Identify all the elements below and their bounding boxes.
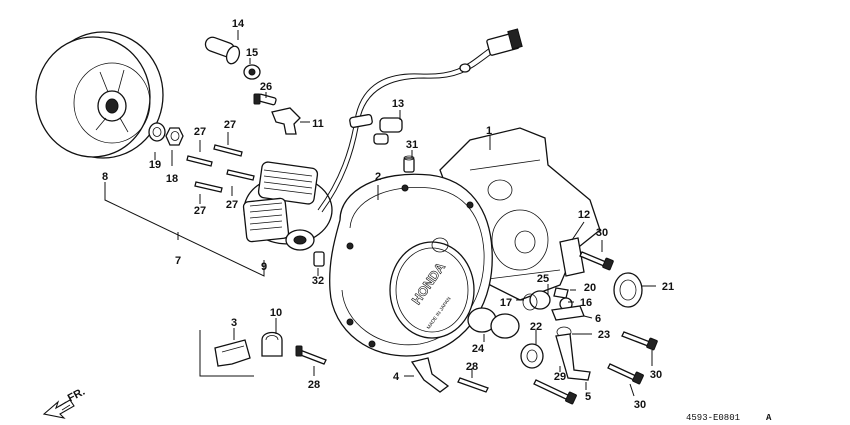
label-part-16: 16 [580, 297, 592, 309]
part-labels: 1 2 3 4 5 6 7 8 9 10 11 12 13 14 15 16 1… [102, 18, 674, 411]
label-part-27b: 27 [224, 119, 236, 131]
clip-20 [553, 287, 569, 299]
label-part-21: 21 [662, 281, 674, 293]
label-part-2: 2 [375, 171, 381, 183]
label-part-32: 32 [312, 275, 324, 287]
front-direction-arrow: FR. [42, 386, 87, 419]
clamp-3 [214, 339, 251, 367]
label-part-25: 25 [537, 273, 549, 285]
label-part-22: 22 [530, 321, 542, 333]
label-part-26: 26 [260, 81, 272, 93]
label-part-15: 15 [246, 47, 258, 59]
nut-18 [165, 127, 184, 146]
label-part-20: 20 [584, 282, 596, 294]
label-part-9: 9 [261, 261, 267, 273]
drawing-code-text: 4593-E0801 [686, 413, 740, 423]
label-part-27a: 27 [194, 126, 206, 138]
wire-harness [317, 28, 523, 213]
label-part-23: 23 [598, 329, 610, 341]
label-part-28a: 28 [308, 379, 320, 391]
crankcase-cover-left: HONDA MADE IN JAPAN [329, 173, 493, 357]
label-part-18: 18 [166, 173, 178, 185]
label-part-30a: 30 [596, 227, 608, 239]
stator [242, 161, 333, 251]
label-part-6: 6 [595, 313, 601, 325]
drawing-code-suffix: A [766, 413, 772, 423]
bracket-11 [271, 107, 301, 135]
label-part-29: 29 [554, 371, 566, 383]
label-part-19: 19 [149, 159, 161, 171]
cap-25 [529, 290, 551, 310]
label-part-17: 17 [500, 297, 512, 309]
grommet-14 [204, 36, 241, 65]
label-part-1: 1 [486, 125, 492, 137]
label-part-10: 10 [270, 307, 282, 319]
clamp-10 [261, 331, 283, 357]
bolt-30-mid [621, 331, 658, 351]
label-part-11: 11 [312, 118, 324, 130]
label-part-30b: 30 [650, 369, 662, 381]
front-label: FR. [66, 386, 87, 405]
leader-lines [104, 30, 656, 397]
shaft-5 [555, 333, 591, 381]
washer-19 [148, 122, 166, 142]
bolt-32 [313, 251, 325, 267]
label-part-4: 4 [393, 371, 400, 383]
label-part-30c: 30 [634, 399, 646, 411]
bolt-28-right [457, 377, 489, 393]
o-ring-17 [522, 293, 538, 311]
oil-seal-21 [613, 272, 643, 308]
label-part-27d: 27 [226, 199, 238, 211]
label-part-28b: 28 [466, 361, 478, 373]
bolt-29 [533, 379, 577, 405]
label-part-3: 3 [231, 317, 237, 329]
label-part-13: 13 [392, 98, 404, 110]
label-part-7: 7 [175, 255, 181, 267]
bolt-27-group [186, 144, 255, 193]
label-part-14: 14 [232, 18, 245, 30]
collar-15 [243, 64, 261, 80]
dowel-31 [403, 155, 415, 173]
label-part-5: 5 [585, 391, 591, 403]
bolt-30-lower [607, 363, 644, 385]
drawing-code: 4593-E0801 A [686, 413, 772, 423]
bolt-30-upper [579, 251, 614, 271]
flywheel [35, 31, 164, 159]
label-part-24: 24 [472, 343, 485, 355]
seal-22 [520, 343, 544, 369]
label-part-12: 12 [578, 209, 590, 221]
bolt-28-left [295, 345, 327, 365]
label-part-31: 31 [406, 139, 418, 151]
label-part-27c: 27 [194, 205, 206, 217]
grommet-13 [373, 117, 403, 145]
label-part-8: 8 [102, 171, 108, 183]
cap-24 [467, 307, 520, 339]
bracket-4 [410, 357, 450, 393]
bolt-26 [253, 93, 277, 106]
